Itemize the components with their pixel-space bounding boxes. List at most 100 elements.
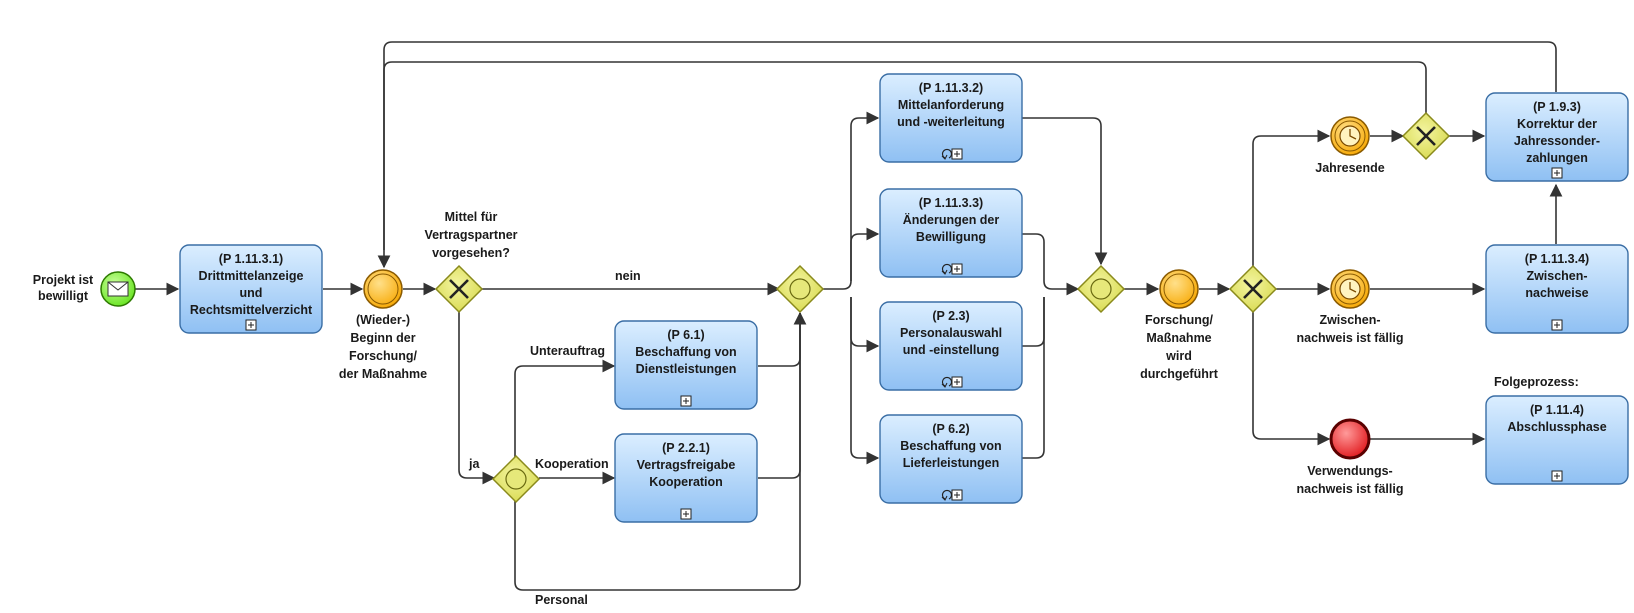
event-jahresende-label: Jahresende [1315, 161, 1385, 175]
task-p-1-11-3-4[interactable]: (P 1.11.3.4)Zwischen-nachweise [1485, 244, 1629, 334]
task-label-line: Drittmittelanzeige [199, 269, 304, 283]
subprocess-plus-icon[interactable] [1551, 319, 1563, 331]
task-label-line: und [240, 286, 263, 300]
task-label-line: Mittelanforderung [898, 98, 1004, 112]
event-forschung-durchgefuehrt[interactable]: Forschung/ Maßnahme wird durchgeführt [1140, 269, 1219, 381]
flow-gw2-to-p11132[interactable] [823, 111, 880, 290]
event-beginn-label-1: (Wieder-) [356, 313, 410, 327]
task-box [1485, 92, 1629, 182]
task-box [179, 244, 323, 334]
task-label-line: Änderungen der [903, 212, 1000, 227]
event-verwendung-label-1: Verwendungs- [1307, 464, 1392, 478]
subprocess-plus-icon[interactable] [1551, 167, 1563, 179]
task-label-line: (P 1.11.3.4) [1525, 252, 1589, 266]
gateway-circle-icon [789, 278, 811, 300]
task-box [879, 188, 1023, 278]
flow-gw2-to-p62[interactable] [850, 297, 880, 465]
flow-gw4-to-jahresende[interactable] [1252, 129, 1331, 267]
flow-p221-to-gw2[interactable] [758, 313, 801, 479]
loop-icon [941, 376, 953, 388]
task-box [614, 433, 758, 523]
task-label-line: (P 6.1) [667, 328, 704, 342]
flow-label-nein: nein [615, 269, 641, 283]
flow-p11132-to-gw3[interactable] [1021, 117, 1108, 266]
task-label-line: Beschaffung von [900, 439, 1001, 453]
event-forschung-label-1: Forschung/ [1145, 313, 1214, 327]
task-label-line: Kooperation [649, 475, 723, 489]
flow-p23-to-gw3[interactable] [1021, 297, 1045, 347]
event-beginn-label-2: Beginn der [350, 331, 415, 345]
task-label-line: Bewilligung [916, 230, 986, 244]
subprocess-plus-icon[interactable] [680, 395, 692, 407]
gateway-join-teilprozesse[interactable] [1076, 264, 1126, 314]
subprocess-plus-icon[interactable] [1551, 470, 1563, 482]
flow-labels: nein ja Unterauftrag Kooperation Persona… [468, 269, 1579, 607]
subprocess-plus-icon[interactable] [951, 263, 963, 275]
event-forschung-label-2: Maßnahme [1146, 331, 1211, 345]
end-event-verwendungsnachweis[interactable]: Verwendungs- nachweis ist fällig [1297, 418, 1404, 496]
flow-p62-to-gw3[interactable] [1021, 297, 1045, 459]
gateway-split-teilprozesse[interactable] [775, 264, 825, 314]
task-label-line: zahlungen [1526, 151, 1588, 165]
task-label-line: Personalauswahl [900, 326, 1002, 340]
event-zwischen-label-1: Zwischen- [1319, 313, 1380, 327]
start-event-projekt-bewilligt[interactable]: Projekt ist bewilligt [33, 271, 136, 307]
task-box [879, 301, 1023, 391]
gateway-circle-icon [505, 468, 527, 490]
flow-gw4-to-verwendung[interactable] [1252, 311, 1331, 446]
gateway-event-based-beschaffung[interactable] [491, 454, 541, 504]
task-p-1-11-3-1[interactable]: (P 1.11.3.1)DrittmittelanzeigeundRechtsm… [179, 244, 323, 334]
gateway-mittel-vertragspartner[interactable]: Mittel für Vertragspartner vorgesehen? [424, 210, 518, 314]
event-beginn-label-4: der Maßnahme [339, 367, 427, 381]
event-zwischennachweis-faellig[interactable]: Zwischen- nachweis ist fällig [1297, 269, 1404, 345]
gateway-exclusive-nachweise[interactable] [1228, 264, 1278, 314]
exclusive-x-icon [1416, 126, 1436, 146]
task-box [1485, 244, 1629, 334]
flow-label-kooperation: Kooperation [535, 457, 609, 471]
flow-personal[interactable] [514, 311, 807, 591]
task-label-line: (P 1.11.3.1) [219, 252, 283, 266]
task-label-line: (P 1.11.4) [1530, 403, 1584, 417]
event-jahresende[interactable]: Jahresende [1315, 116, 1385, 175]
flow-label-personal: Personal [535, 593, 588, 607]
gateway-exclusive-korrektur[interactable] [1401, 111, 1451, 161]
flow-gw2-to-p11133[interactable] [850, 227, 880, 281]
subprocess-plus-icon[interactable] [951, 148, 963, 160]
flow-gw1-ja[interactable] [458, 311, 496, 485]
event-forschung-label-3: wird [1165, 349, 1192, 363]
task-label-line: Zwischen- [1526, 269, 1587, 283]
flow-label-unterauftrag: Unterauftrag [530, 344, 605, 358]
flow-gw2-to-p23[interactable] [850, 297, 880, 353]
gateway-circle-icon [1090, 278, 1112, 300]
task-label-line: Vertragsfreigabe [637, 458, 736, 472]
event-beginn-forschung[interactable]: (Wieder-) Beginn der Forschung/ der Maßn… [339, 269, 427, 381]
task-label-line: (P 2.3) [932, 309, 969, 323]
task-p-1-11-4[interactable]: (P 1.11.4)Abschlussphase [1485, 395, 1629, 485]
tasks: (P 1.11.3.1)DrittmittelanzeigeundRechtsm… [179, 73, 1629, 523]
event-verwendung-label-2: nachweis ist fällig [1297, 482, 1404, 496]
event-forschung-label-4: durchgeführt [1140, 367, 1219, 381]
task-label-line: Lieferleistungen [903, 456, 1000, 470]
loop-icon [941, 263, 953, 275]
task-p-2-3[interactable]: (P 2.3) Personalauswahl und -einstellung [879, 301, 1023, 391]
loop-icon [941, 148, 953, 160]
followup-label: Folgeprozess: [1494, 375, 1579, 389]
envelope-icon [107, 281, 129, 297]
flow-p193-loop-back[interactable] [377, 41, 1557, 269]
subprocess-plus-icon[interactable] [951, 376, 963, 388]
task-label-line: und -einstellung [903, 343, 1000, 357]
subprocess-plus-icon[interactable] [680, 508, 692, 520]
gateway-mittel-label-3: vorgesehen? [432, 246, 510, 260]
flow-p61-to-gw2[interactable] [758, 313, 801, 367]
subprocess-plus-icon[interactable] [951, 489, 963, 501]
flow-unterauftrag[interactable] [514, 359, 616, 457]
subprocess-plus-icon[interactable] [245, 319, 257, 331]
task-p-1-9-3[interactable]: (P 1.9.3)Korrektur derJahressonder-zahlu… [1485, 92, 1629, 182]
flow-p11133-to-gw3[interactable] [1021, 233, 1080, 296]
